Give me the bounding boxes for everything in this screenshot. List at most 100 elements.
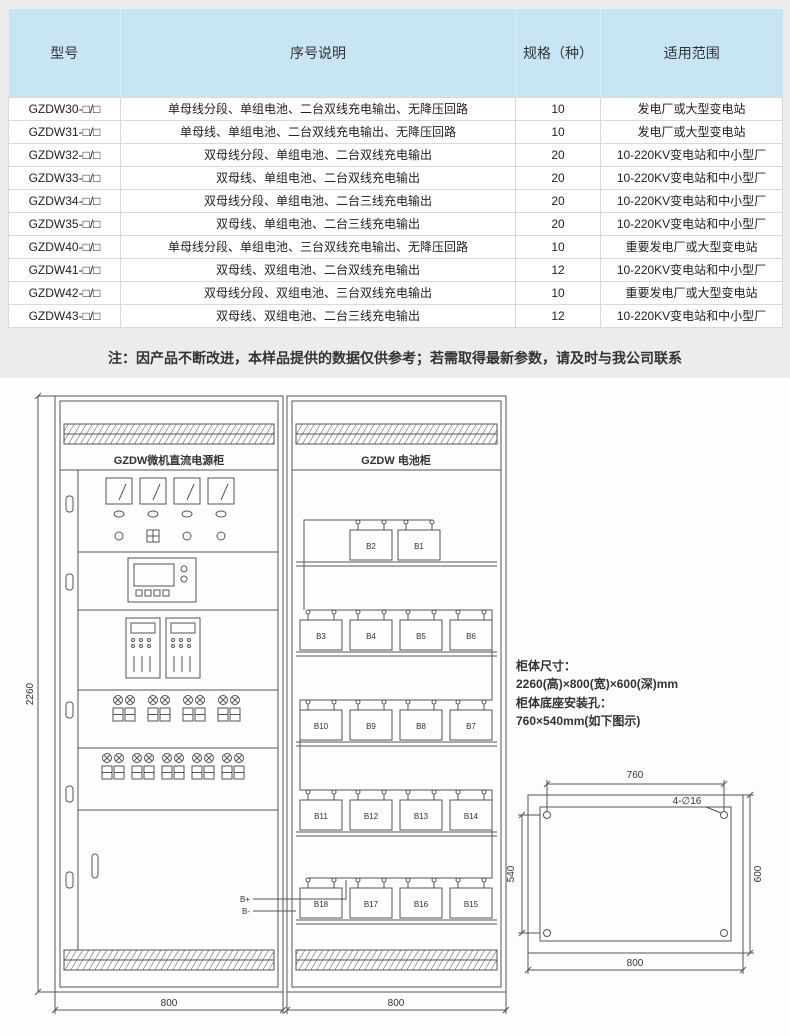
table-row: GZDW42-□/□ 双母线分段、双组电池、三台双线充电输出 10 重要发电厂或… — [8, 280, 783, 305]
mounting-hole-heading: 柜体底座安装孔： — [515, 695, 612, 710]
col-header-spec: 规格（种） — [515, 9, 601, 97]
battery-label: B13 — [414, 812, 429, 821]
cell-spec: 20 — [515, 142, 601, 167]
base-left-dimension-label: 540 — [506, 865, 517, 882]
base-bottom-dimension-label: 800 — [627, 958, 644, 969]
col-header-model: 型号 — [8, 9, 121, 97]
table-header-row: 型号 序号说明 规格（种） 适用范围 — [8, 9, 783, 97]
cell-scope: 发电厂或大型变电站 — [600, 96, 783, 121]
battery-label: B9 — [366, 722, 376, 731]
col-header-description: 序号说明 — [120, 9, 516, 97]
left-width-dimension-label: 800 — [161, 998, 178, 1009]
cell-description: 双母线分段、单组电池、二台三线充电输出 — [120, 188, 516, 213]
cell-model: GZDW33-□/□ — [8, 165, 121, 190]
bus-positive-label: B+ — [240, 895, 250, 904]
cabinet-size-heading: 柜体尺寸： — [515, 658, 576, 673]
table-row: GZDW33-□/□ 双母线、单组电池、二台双线充电输出 20 10-220KV… — [8, 165, 783, 190]
bus-positive-wire — [253, 880, 347, 900]
technical-drawing: GZDW微机直流电源柜 GZDW 电池柜 2260 800 800 B+ B- … — [25, 392, 764, 1014]
right-width-dimension-label: 800 — [388, 998, 405, 1009]
hole-spec-label: 4-∅16 — [673, 796, 702, 807]
cell-model: GZDW31-□/□ — [8, 119, 121, 144]
bus-negative-label: B- — [242, 907, 250, 916]
model-spec-table: 型号 序号说明 规格（种） 适用范围 GZDW30-□/□ 单母线分段、单组电池… — [8, 9, 783, 328]
diagram-section: GZDW微机直流电源柜 GZDW 电池柜 2260 800 800 B+ B- … — [0, 378, 790, 1036]
table-row: GZDW35-□/□ 双母线、单组电池、二台三线充电输出 20 10-220KV… — [8, 211, 783, 236]
col-header-scope: 适用范围 — [600, 9, 783, 97]
cell-scope: 10-220KV变电站和中小型厂 — [600, 303, 783, 328]
battery-cabinet-drawing — [253, 395, 507, 993]
battery-label: B15 — [464, 900, 479, 909]
cell-model: GZDW35-□/□ — [8, 211, 121, 236]
cell-spec: 10 — [515, 119, 601, 144]
cell-model: GZDW40-□/□ — [8, 234, 121, 259]
cabinet-size-value: 2260(高)×800(宽)×600(深)mm — [516, 676, 678, 691]
table-row: GZDW30-□/□ 单母线分段、单组电池、二台双线充电输出、无降压回路 10 … — [8, 96, 783, 121]
battery-cabinet-title: GZDW 电池柜 — [361, 453, 431, 467]
cell-scope: 重要发电厂或大型变电站 — [600, 234, 783, 259]
battery-label: B18 — [314, 900, 329, 909]
cell-scope: 10-220KV变电站和中小型厂 — [600, 211, 783, 236]
cell-spec: 12 — [515, 303, 601, 328]
power-cabinet-drawing — [54, 395, 284, 993]
cell-scope: 发电厂或大型变电站 — [600, 119, 783, 144]
cell-spec: 20 — [515, 188, 601, 213]
mounting-hole-value: 760×540mm(如下图示) — [516, 713, 640, 728]
battery-label: B10 — [314, 722, 329, 731]
battery-label: B8 — [416, 722, 426, 731]
cabinet-dimension-lines — [34, 392, 510, 1014]
cell-description: 单母线、单组电池、二台双线充电输出、无降压回路 — [120, 119, 516, 144]
cell-model: GZDW34-□/□ — [8, 188, 121, 213]
cell-model: GZDW43-□/□ — [8, 303, 121, 328]
table-row: GZDW43-□/□ 双母线、双组电池、二台三线充电输出 12 10-220KV… — [8, 303, 783, 328]
cell-description: 双母线分段、单组电池、二台双线充电输出 — [120, 142, 516, 167]
battery-label: B14 — [464, 812, 479, 821]
cell-description: 双母线、双组电池、二台双线充电输出 — [120, 257, 516, 282]
table-row: GZDW31-□/□ 单母线、单组电池、二台双线充电输出、无降压回路 10 发电… — [8, 119, 783, 144]
base-right-dimension-label: 600 — [753, 865, 764, 882]
table-row: GZDW32-□/□ 双母线分段、单组电池、二台双线充电输出 20 10-220… — [8, 142, 783, 167]
base-mounting-diagram — [518, 780, 754, 974]
disclaimer-note: 注：因产品不断改进，本样品提供的数据仅供参考；若需取得最新参数，请及时与我公司联… — [108, 350, 682, 366]
power-cabinet-title: GZDW微机直流电源柜 — [114, 453, 225, 467]
breaker-switch-rows — [101, 695, 245, 780]
cell-spec: 12 — [515, 257, 601, 282]
cell-spec: 20 — [515, 211, 601, 236]
battery-label: B12 — [364, 812, 379, 821]
cell-scope: 重要发电厂或大型变电站 — [600, 280, 783, 305]
cell-spec: 20 — [515, 165, 601, 190]
table-row: GZDW34-□/□ 双母线分段、单组电池、二台三线充电输出 20 10-220… — [8, 188, 783, 213]
battery-label: B3 — [316, 632, 326, 641]
battery-label: B17 — [364, 900, 379, 909]
battery-label: B4 — [366, 632, 376, 641]
table-row: GZDW41-□/□ 双母线、双组电池、二台双线充电输出 12 10-220KV… — [8, 257, 783, 282]
battery-label: B16 — [414, 900, 429, 909]
cell-description: 双母线分段、双组电池、三台双线充电输出 — [120, 280, 516, 305]
cell-scope: 10-220KV变电站和中小型厂 — [600, 188, 783, 213]
monitor-module — [127, 557, 197, 603]
battery-label: B1 — [414, 542, 424, 551]
battery-label: B5 — [416, 632, 426, 641]
battery-label: B7 — [466, 722, 476, 731]
cell-model: GZDW32-□/□ — [8, 142, 121, 167]
battery-label: B11 — [314, 812, 328, 821]
table-row: GZDW40-□/□ 单母线分段、单组电池、三台双线充电输出、无降压回路 10 … — [8, 234, 783, 259]
cell-description: 单母线分段、单组电池、二台双线充电输出、无降压回路 — [120, 96, 516, 121]
cell-scope: 10-220KV变电站和中小型厂 — [600, 257, 783, 282]
height-dimension-label: 2260 — [25, 682, 36, 705]
battery-label: B6 — [466, 632, 476, 641]
cell-spec: 10 — [515, 96, 601, 121]
panel-meters — [105, 477, 235, 543]
cell-description: 双母线、单组电池、二台双线充电输出 — [120, 165, 516, 190]
base-top-dimension-label: 760 — [627, 770, 644, 781]
cell-spec: 10 — [515, 234, 601, 259]
charger-modules — [125, 617, 201, 679]
door-handle — [91, 853, 99, 879]
cell-spec: 10 — [515, 280, 601, 305]
cell-scope: 10-220KV变电站和中小型厂 — [600, 165, 783, 190]
cell-model: GZDW30-□/□ — [8, 96, 121, 121]
cell-description: 双母线、单组电池、二台三线充电输出 — [120, 211, 516, 236]
drawing-labels: GZDW微机直流电源柜 GZDW 电池柜 2260 800 800 B+ B- … — [25, 453, 764, 1009]
cell-description: 双母线、双组电池、二台三线充电输出 — [120, 303, 516, 328]
